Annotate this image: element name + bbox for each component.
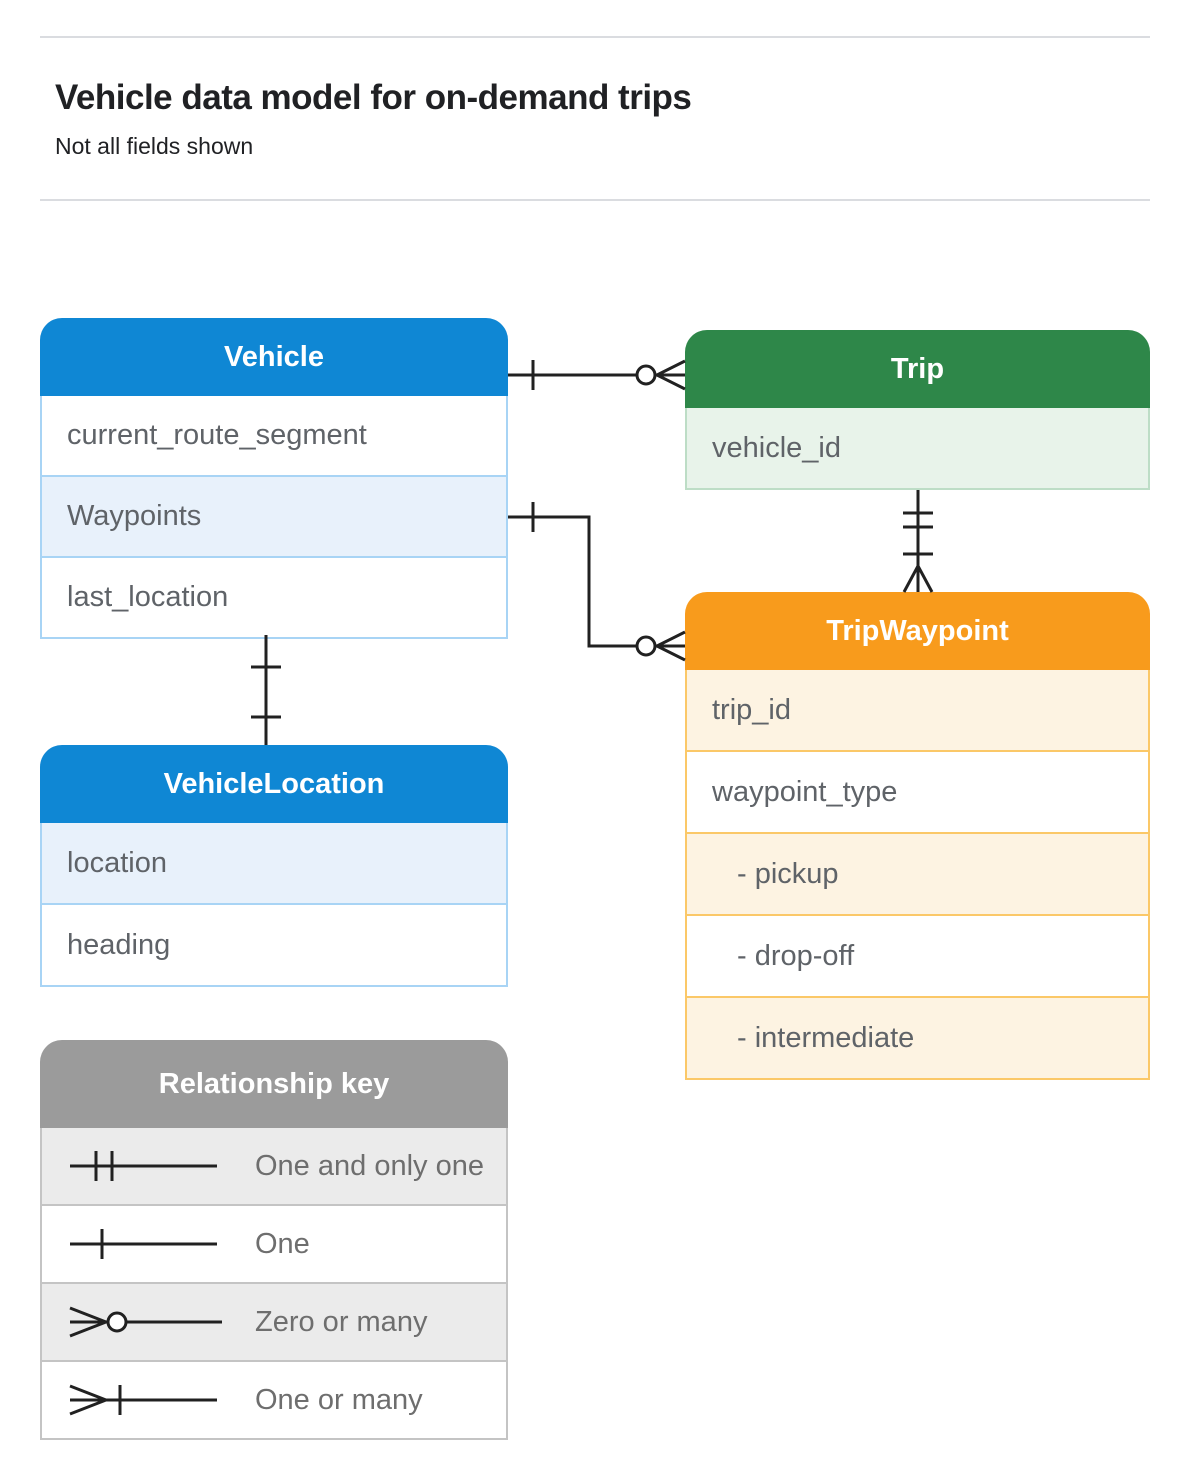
rel-waypoints-tripwaypoint (508, 502, 685, 660)
field-location: location (42, 823, 506, 903)
field-pickup: - pickup (687, 832, 1148, 914)
page-title: Vehicle data model for on-demand trips (55, 78, 692, 117)
field-intermediate: - intermediate (687, 996, 1148, 1078)
relationship-key: Relationship key One and only one (40, 1040, 508, 1440)
legend-item-one-or-many: One or many (42, 1360, 506, 1438)
legend-item-one: One (42, 1204, 506, 1282)
entity-trip-waypoint-title: TripWaypoint (685, 592, 1150, 670)
field-waypoints: Waypoints (42, 475, 506, 556)
legend-label: Zero or many (255, 1305, 428, 1338)
one-icon (70, 1229, 217, 1259)
entity-trip-waypoint-fields: trip_id waypoint_type - pickup - drop-of… (685, 670, 1150, 1080)
legend-label: One (255, 1227, 310, 1260)
entity-trip-waypoint: TripWaypoint trip_id waypoint_type - pic… (685, 592, 1150, 1080)
page-subtitle: Not all fields shown (55, 133, 254, 159)
field-waypoint-type: waypoint_type (687, 750, 1148, 832)
relationship-key-title: Relationship key (40, 1040, 508, 1128)
legend-label: One and only one (255, 1149, 484, 1182)
one-and-only-one-icon (70, 1151, 217, 1181)
legend-label: One or many (255, 1383, 423, 1416)
entity-trip: Trip vehicle_id (685, 330, 1150, 490)
entity-vehicle-location: VehicleLocation location heading (40, 745, 508, 987)
field-last-location: last_location (42, 556, 506, 637)
zero-or-many-icon (69, 1306, 222, 1338)
rel-vehicle-vehiclelocation (251, 635, 281, 745)
rel-vehicle-trip (508, 360, 685, 390)
entity-vehicle-location-title: VehicleLocation (40, 745, 508, 823)
legend-item-one-and-only-one: One and only one (42, 1128, 506, 1204)
entity-vehicle-title: Vehicle (40, 318, 508, 396)
entity-trip-title: Trip (685, 330, 1150, 408)
entity-vehicle-location-fields: location heading (40, 823, 508, 987)
entity-vehicle: Vehicle current_route_segment Waypoints … (40, 318, 508, 639)
entity-vehicle-fields: current_route_segment Waypoints last_loc… (40, 396, 508, 639)
field-current-route-segment: current_route_segment (67, 419, 367, 451)
field-drop-off: - drop-off (687, 914, 1148, 996)
rel-trip-tripwaypoint (903, 490, 933, 592)
field-vehicle-id: vehicle_id (687, 408, 1148, 488)
top-divider (40, 36, 1150, 38)
entity-trip-fields: vehicle_id (685, 408, 1150, 490)
field-trip-id: trip_id (687, 670, 1148, 750)
one-or-many-icon (69, 1384, 217, 1416)
header-divider (40, 199, 1150, 201)
legend-item-zero-or-many: Zero or many (42, 1282, 506, 1360)
field-heading: heading (42, 903, 506, 985)
relationship-key-rows: One and only one One (40, 1128, 508, 1440)
